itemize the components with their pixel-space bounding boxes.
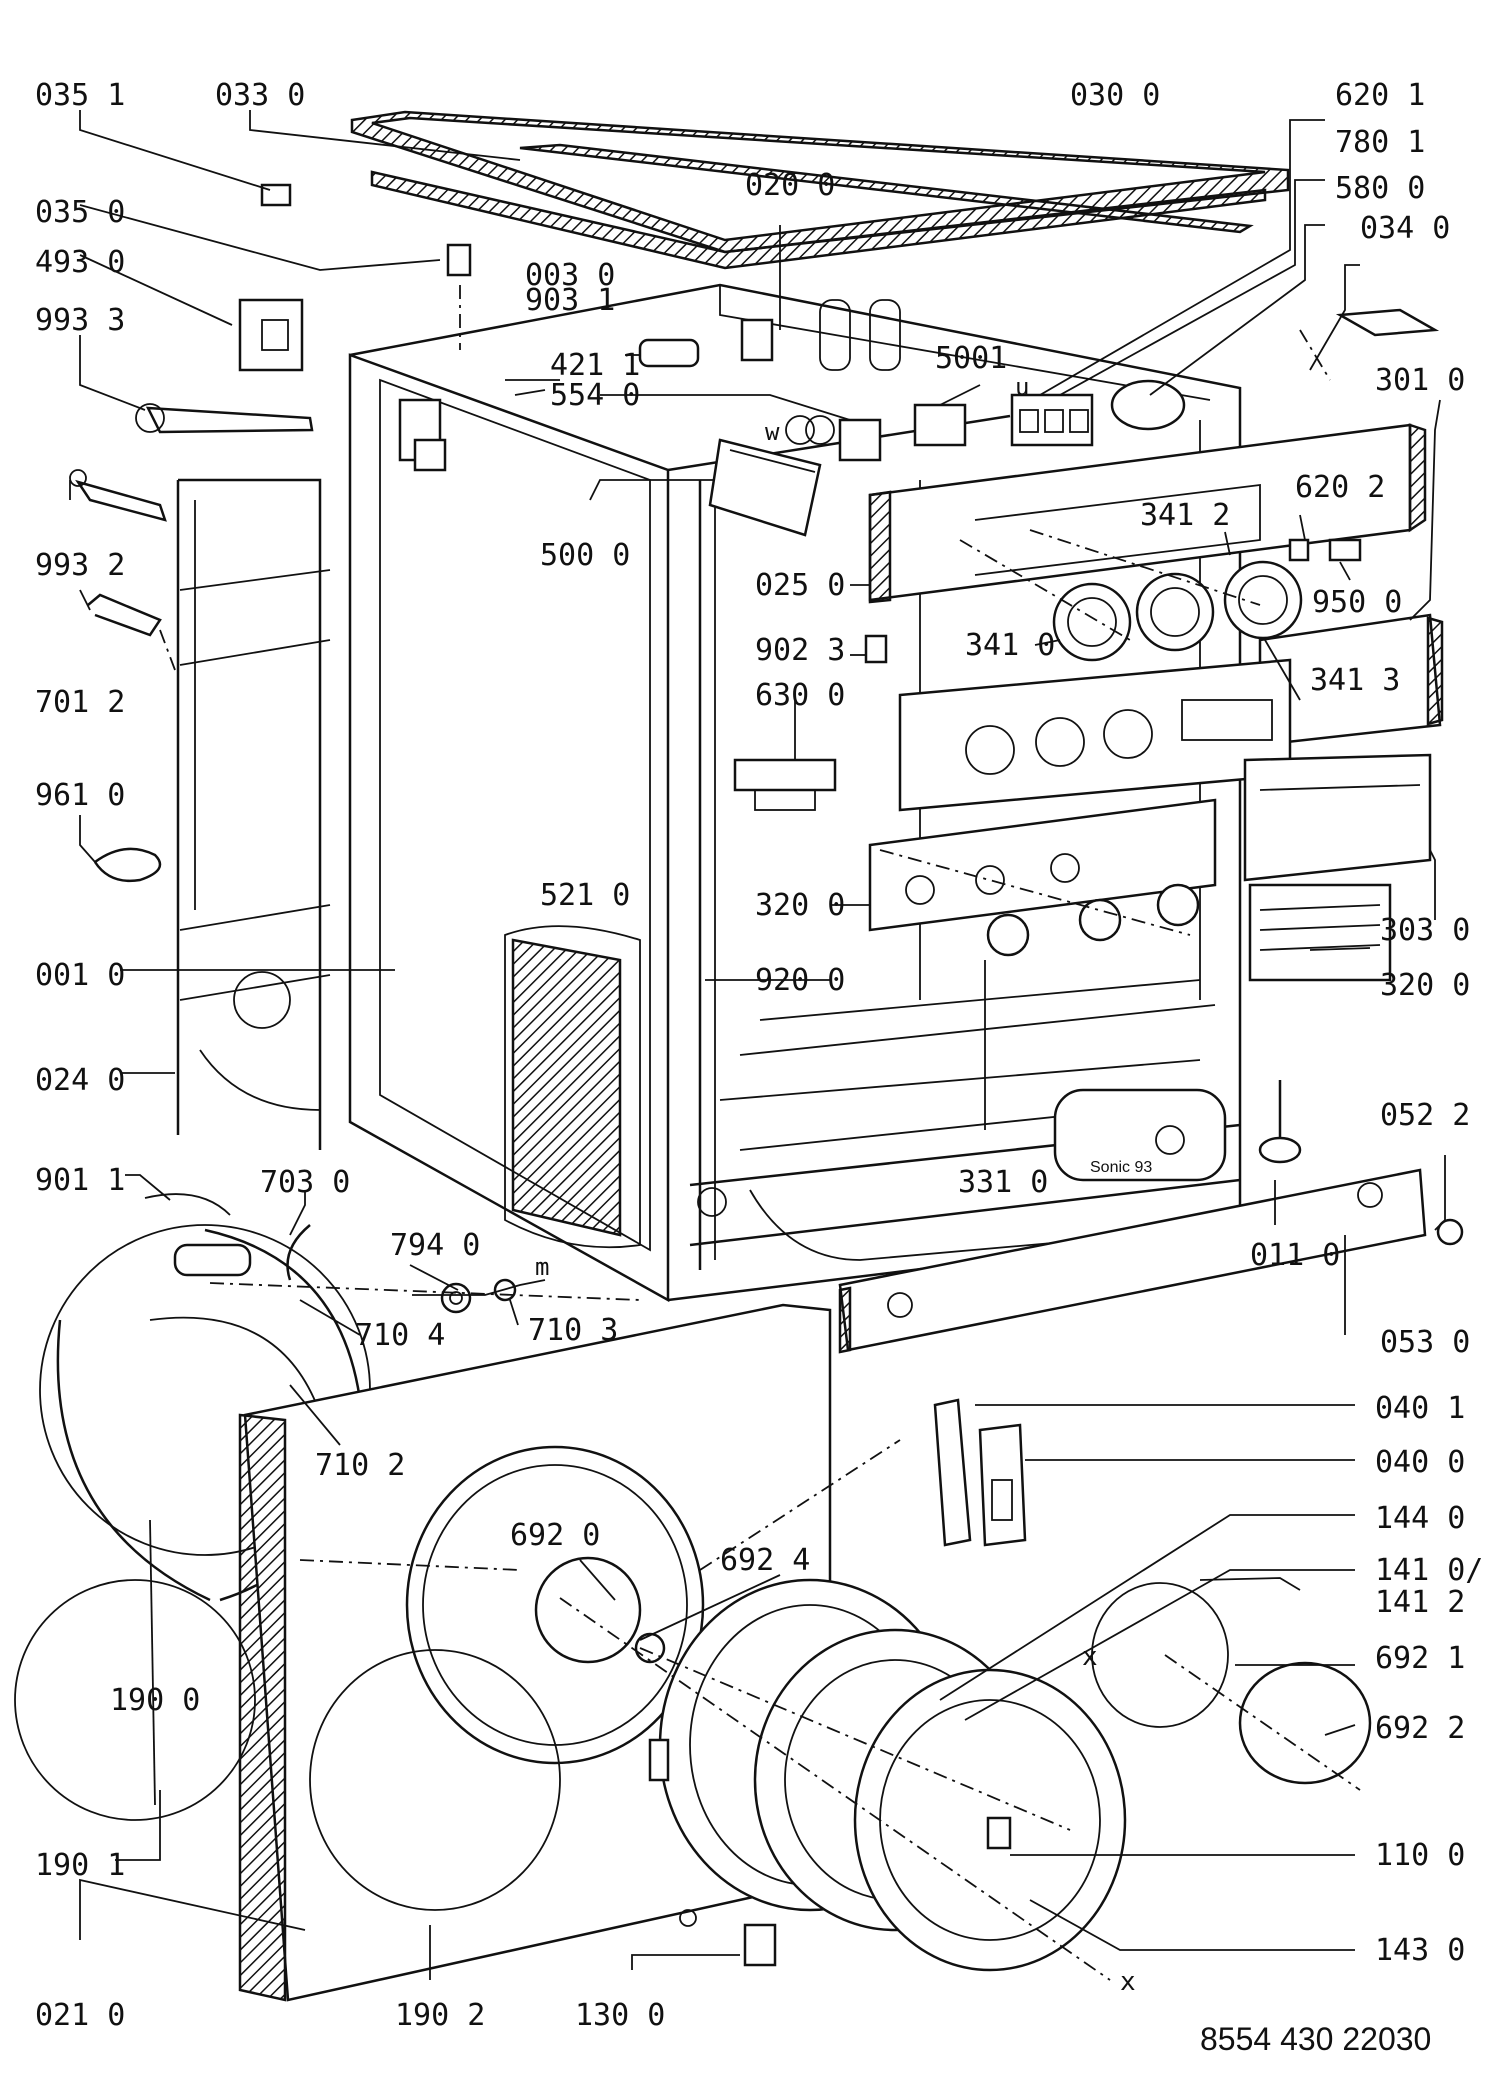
- label-040-1: 040 1: [1375, 1391, 1465, 1426]
- label-320-0b: 320 0: [1380, 968, 1470, 1003]
- pump-assembly: [144, 1193, 517, 1314]
- label-052-2: 052 2: [1380, 1098, 1470, 1133]
- label-920-0: 920 0: [755, 963, 845, 998]
- label-141-2: 141 2: [1375, 1585, 1465, 1620]
- label-703-0: 703 0: [260, 1165, 350, 1200]
- small-marks: u w m x x Sonic 93: [535, 373, 1152, 1997]
- label-554-0: 554 0: [550, 378, 640, 413]
- label-961-0: 961 0: [35, 778, 125, 813]
- label-493-0: 493 0: [35, 245, 125, 280]
- label-033-0: 033 0: [215, 78, 305, 113]
- label-024-0: 024 0: [35, 1063, 125, 1098]
- label-521-0: 521 0: [540, 878, 630, 913]
- label-500-1: 5001: [935, 341, 1007, 376]
- mark-x-bottom: x: [1120, 1967, 1136, 1997]
- label-021-0: 021 0: [35, 1998, 125, 2033]
- label-001-0: 001 0: [35, 958, 125, 993]
- leader-lines: [69, 110, 1446, 1980]
- label-341-0: 341 0: [965, 628, 1055, 663]
- mark-x-left: x: [1082, 1642, 1098, 1672]
- label-903-1: 903 1: [525, 283, 615, 318]
- internal-components: [638, 299, 1440, 811]
- label-144-0: 144 0: [1375, 1501, 1465, 1536]
- control-panel: [868, 423, 1444, 982]
- label-190-0: 190 0: [110, 1683, 200, 1718]
- label-710-4: 710 4: [355, 1318, 445, 1353]
- label-040-0: 040 0: [1375, 1445, 1465, 1480]
- label-110-0: 110 0: [1375, 1838, 1465, 1873]
- label-301-0: 301 0: [1375, 363, 1465, 398]
- axis-lines: [159, 285, 1361, 1981]
- label-780-1: 780 1: [1335, 125, 1425, 160]
- label-190-1: 190 1: [35, 1848, 125, 1883]
- badge-text: Sonic 93: [1090, 1159, 1152, 1176]
- door-assembly: [648, 1398, 1372, 1972]
- label-710-3: 710 3: [528, 1313, 618, 1348]
- mark-m: m: [535, 1253, 549, 1281]
- label-500-0: 500 0: [540, 538, 630, 573]
- label-025-0: 025 0: [755, 568, 845, 603]
- label-053-0: 053 0: [1380, 1325, 1470, 1360]
- document-number: 8554 430 22030: [1200, 2021, 1431, 2057]
- label-030-0: 030 0: [1070, 78, 1160, 113]
- kick-panel: [838, 1080, 1464, 1354]
- label-020-0: 020 0: [745, 168, 835, 203]
- label-011-0: 011 0: [1250, 1238, 1340, 1273]
- label-035-1: 035 1: [35, 78, 125, 113]
- label-035-0: 035 0: [35, 195, 125, 230]
- label-421-1: 421 1: [550, 348, 640, 383]
- label-901-1: 901 1: [35, 1163, 125, 1198]
- lid-underside-strip: [519, 143, 1254, 234]
- label-794-0: 794 0: [390, 1228, 480, 1263]
- label-710-2: 710 2: [315, 1448, 405, 1483]
- label-692-2: 692 2: [1375, 1711, 1465, 1746]
- label-320-0a: 320 0: [755, 888, 845, 923]
- label-331-0: 331 0: [958, 1165, 1048, 1200]
- label-630-0: 630 0: [755, 678, 845, 713]
- label-950-0: 950 0: [1312, 585, 1402, 620]
- label-701-2: 701 2: [35, 685, 125, 720]
- label-580-0: 580 0: [1335, 171, 1425, 206]
- label-034-0: 034 0: [1360, 211, 1450, 246]
- label-303-0: 303 0: [1380, 913, 1470, 948]
- label-692-0: 692 0: [510, 1518, 600, 1553]
- label-341-3: 341 3: [1310, 663, 1400, 698]
- label-620-1: 620 1: [1335, 78, 1425, 113]
- label-620-2: 620 2: [1295, 470, 1385, 505]
- label-003-0: 003 0: [525, 258, 615, 293]
- label-141-0: 141 0/: [1375, 1553, 1483, 1588]
- label-130-0: 130 0: [575, 1998, 665, 2033]
- mark-w: w: [765, 418, 780, 446]
- label-190-2: 190 2: [395, 1998, 485, 2033]
- label-341-2: 341 2: [1140, 498, 1230, 533]
- mark-u: u: [1015, 373, 1029, 401]
- label-902-3: 902 3: [755, 633, 845, 668]
- label-692-4: 692 4: [720, 1543, 810, 1578]
- label-993-2: 993 2: [35, 548, 125, 583]
- label-692-1: 692 1: [1375, 1641, 1465, 1676]
- label-143-0: 143 0: [1375, 1933, 1465, 1968]
- callout-labels: 035 1 033 0 030 0 620 1 780 1 580 0 034 …: [35, 78, 1483, 2033]
- label-993-3: 993 3: [35, 303, 125, 338]
